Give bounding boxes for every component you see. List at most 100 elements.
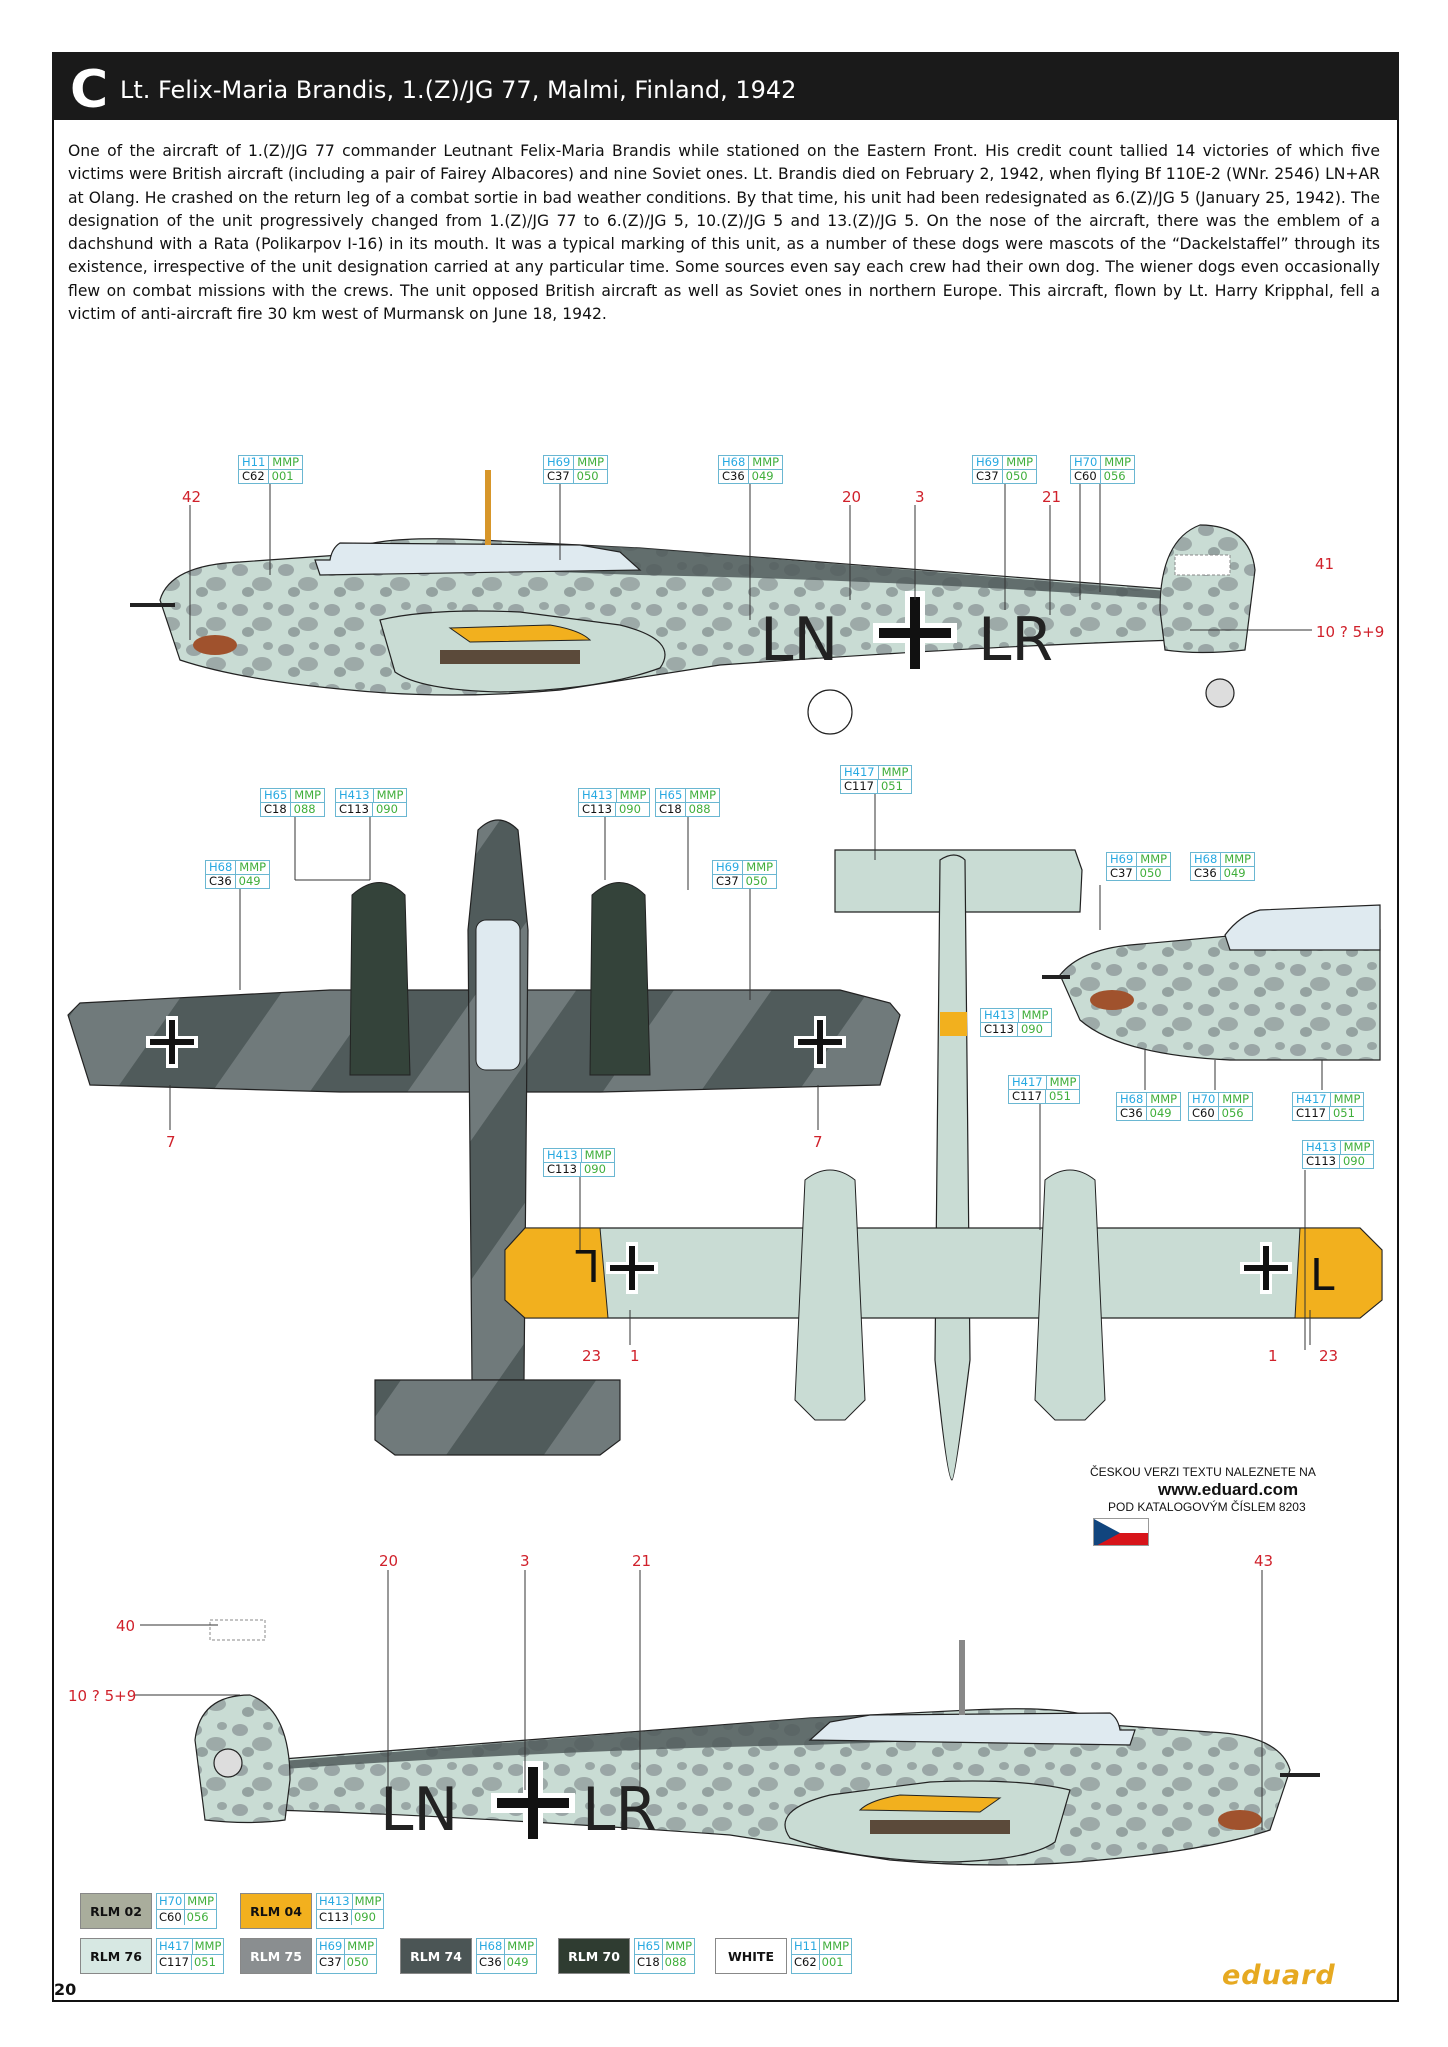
page-number: 20	[54, 1980, 77, 1999]
stencil-number: 7	[166, 1133, 176, 1151]
bottom-dachshund-emblem	[1218, 1810, 1262, 1830]
stencil-number: 3	[915, 488, 925, 506]
lower-wingtip-left	[504, 1227, 609, 1319]
nose-detail-canopy	[1224, 904, 1381, 951]
bottom-exhaust-stubs	[870, 1820, 1010, 1834]
nose-detail-dachshund-emblem	[1090, 990, 1134, 1010]
bottom-code-letters-left: LN	[380, 1775, 458, 1845]
czech-version-note: ČESKOU VERZI TEXTU NALEZNETE NA www.edua…	[1090, 1465, 1390, 1515]
stencil-number: 7	[813, 1133, 823, 1151]
stencil-number: 43	[1254, 1552, 1274, 1570]
fuselage-cross	[873, 591, 957, 675]
canopy	[314, 542, 642, 576]
czech-flag-icon	[1093, 1518, 1149, 1546]
lower-wing-cross-left	[606, 1242, 658, 1294]
upper-tailplane	[374, 1379, 621, 1456]
czech-note-url[interactable]: www.eduard.com	[1158, 1480, 1299, 1499]
swatch-rlm76: RLM 76	[80, 1938, 152, 1974]
stencil-number: 41	[1315, 555, 1335, 573]
bottom-tail-fin	[194, 1694, 291, 1824]
tail-fin	[1159, 524, 1256, 654]
lower-fuselage	[934, 854, 971, 1481]
tail-wheel	[1205, 678, 1235, 708]
stencil-number: 40	[116, 1617, 136, 1635]
nose-detail-view	[1042, 904, 1381, 1061]
stencil-number: 1	[1268, 1347, 1278, 1365]
lower-wing-cross-right	[1240, 1242, 1292, 1294]
stencil-number: 20	[842, 488, 862, 506]
main-wheel	[807, 689, 853, 735]
profile-title: Lt. Felix-Maria Brandis, 1.(Z)/JG 77, Ma…	[120, 76, 797, 104]
stencil-number: 20	[379, 1552, 399, 1570]
lower-wingtip-right	[1294, 1227, 1383, 1319]
bottom-swastika-placeholder	[209, 1619, 266, 1641]
upper-wing-cross-left	[146, 1016, 198, 1068]
lower-wing-letter-right: L	[1310, 1250, 1335, 1301]
stencil-number: 10 ? 5+9	[1316, 623, 1385, 641]
stencil-number: 23	[1319, 1347, 1339, 1365]
stencil-number: 3	[520, 1552, 530, 1570]
upper-nacelle-right	[589, 882, 651, 1076]
swatch-rlm02: RLM 02	[80, 1893, 152, 1929]
dachshund-emblem	[193, 635, 237, 655]
czech-note-line3: POD KATALOGOVÝM ČÍSLEM 8203	[1108, 1500, 1306, 1514]
czech-note-line1: ČESKOU VERZI TEXTU NALEZNETE NA	[1090, 1465, 1316, 1479]
eduard-logo: eduard	[1222, 1960, 1336, 1991]
swatch-white: WHITE	[715, 1938, 787, 1974]
nose-detail-fuselage	[1059, 929, 1381, 1061]
swatch-rlm70: RLM 70	[558, 1938, 630, 1974]
bottom-wing-root-yellow	[858, 1794, 1002, 1813]
stencil-number: 21	[1042, 488, 1062, 506]
upper-canopy	[475, 919, 521, 1071]
swatch-rlm04: RLM 04	[240, 1893, 312, 1929]
bottom-code-letters-right: LR	[582, 1775, 657, 1845]
stencil-number: 42	[182, 488, 202, 506]
stencil-number: 23	[582, 1347, 602, 1365]
lower-view: L L	[504, 849, 1383, 1481]
swatch-rlm75: RLM 75	[240, 1938, 312, 1974]
stencil-number: 1	[630, 1347, 640, 1365]
title-bar	[52, 52, 1399, 120]
side-view-bottom: LN LR	[194, 1619, 1320, 1866]
bottom-tail-wheel	[213, 1748, 243, 1778]
swastika-placeholder	[1174, 554, 1231, 576]
stencil-number: 10 ? 5+9	[68, 1687, 137, 1705]
bottom-canopy	[808, 1712, 1136, 1746]
lower-wing-letter-left: L	[575, 1239, 600, 1290]
code-letters-right: LR	[978, 605, 1053, 675]
lower-nacelle-right	[1034, 1169, 1106, 1421]
profile-letter: C	[70, 60, 109, 120]
code-letters-left: LN	[760, 605, 838, 675]
side-view-top: LN LR	[130, 470, 1256, 735]
stencil-number: 21	[632, 1552, 652, 1570]
lower-fuselage-yellow-band	[940, 1012, 967, 1036]
history-text: One of the aircraft of 1.(Z)/JG 77 comma…	[68, 142, 1380, 324]
exhaust-stubs	[440, 650, 580, 664]
lower-nacelle-left	[794, 1169, 866, 1421]
